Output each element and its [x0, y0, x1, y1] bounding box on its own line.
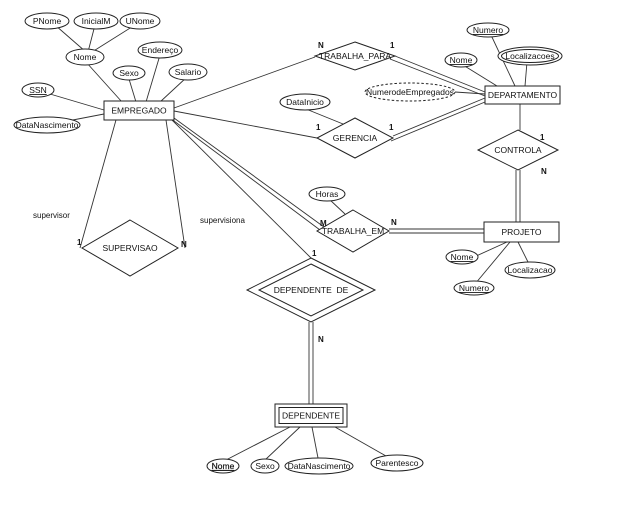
attribute-nome-empregado-label: Nome [74, 52, 97, 62]
cardinality-dependente-de-empregado: 1 [312, 249, 317, 258]
relationship-gerencia[interactable]: GERENCIA [315, 117, 395, 159]
relationship-controla[interactable]: CONTROLA [476, 129, 560, 171]
attribute-datanascimento-dependente-label: DataNascimento [288, 461, 351, 471]
role-supervisor: supervisor [33, 211, 70, 220]
attribute-datainicio[interactable]: DataInicio [279, 93, 331, 111]
relationship-supervisao-label: SUPERVISAO [102, 243, 158, 253]
cardinality-trabalha-para-empregado: N [318, 41, 324, 50]
edges [49, 24, 530, 461]
cardinality-supervisao-1: 1 [77, 238, 82, 247]
entity-dependente[interactable]: DEPENDENTE [274, 403, 348, 428]
relationship-controla-label: CONTROLA [494, 145, 542, 155]
relationship-dependente-de-label: DEPENDENTE DE [274, 285, 349, 295]
attribute-salario[interactable]: Salario [168, 63, 208, 81]
attribute-nome-departamento[interactable]: Nome [444, 52, 478, 68]
attribute-pnome-label: PNome [33, 16, 62, 26]
attribute-endereco-label: Endereço [142, 45, 179, 55]
attribute-localizacoes-label: Localizacoes [505, 51, 554, 61]
attribute-sexo-dependente[interactable]: Sexo [250, 458, 280, 474]
attribute-ssn[interactable]: SSN [21, 82, 55, 98]
attribute-ssn-label: SSN [29, 85, 46, 95]
entity-departamento-label: DEPARTAMENTO [488, 90, 558, 100]
relationship-gerencia-label: GERENCIA [333, 133, 378, 143]
attribute-parentesco[interactable]: Parentesco [370, 454, 424, 472]
attribute-localizacoes[interactable]: Localizacoes [497, 46, 563, 66]
attribute-datanascimento-empregado-label: DataNascimento [16, 120, 79, 130]
entity-dependente-label: DEPENDENTE [282, 411, 340, 421]
attribute-numerodeempregados-label: NumerodeEmpregados [366, 87, 454, 97]
attribute-parentesco-label: Parentesco [376, 458, 419, 468]
entity-empregado[interactable]: EMPREGADO [103, 100, 175, 121]
attribute-nome-dependente[interactable]: Nome [206, 458, 240, 474]
attribute-datanascimento-dependente[interactable]: DataNascimento [284, 457, 354, 475]
attribute-horas-label: Horas [316, 189, 339, 199]
role-supervisiona: supervisiona [200, 216, 245, 225]
attribute-unome[interactable]: UNome [119, 12, 161, 30]
attribute-numero-departamento-label: Numero [473, 25, 504, 35]
role-labels: supervisor supervisiona [33, 211, 245, 225]
attribute-nome-projeto-label: Nome [451, 252, 474, 262]
relationship-trabalha-para[interactable]: TRABALHA_PARA [313, 41, 397, 71]
relationship-supervisao[interactable]: SUPERVISAO [81, 219, 179, 277]
relationship-trabalha-em[interactable]: TRABALHA_EM [316, 209, 390, 253]
attribute-salario-label: Salario [175, 67, 202, 77]
attribute-endereco[interactable]: Endereço [137, 41, 183, 59]
cardinality-supervisao-n: N [181, 240, 187, 249]
cardinalities: N 1 1 1 1 N M N 1 N 1 N [77, 41, 547, 344]
attribute-numero-departamento[interactable]: Numero [466, 22, 510, 38]
attribute-nome-dependente-label: Nome [212, 461, 235, 471]
attribute-numerodeempregados[interactable]: NumerodeEmpregados [364, 82, 456, 102]
attribute-pnome[interactable]: PNome [24, 12, 70, 30]
entity-empregado-label: EMPREGADO [111, 106, 167, 116]
relationship-trabalha-para-label: TRABALHA_PARA [319, 51, 391, 61]
cardinality-dependente-de-dependente: N [318, 335, 324, 344]
attribute-nome-projeto[interactable]: Nome [445, 249, 479, 265]
attribute-sexo-dependente-label: Sexo [255, 461, 275, 471]
cardinality-trabalha-em-empregado: M [320, 219, 327, 228]
attribute-inicialm[interactable]: InicialM [73, 12, 119, 30]
attribute-sexo-empregado[interactable]: Sexo [112, 65, 146, 81]
entity-projeto[interactable]: PROJETO [483, 221, 560, 243]
attribute-numero-projeto[interactable]: Numero [453, 280, 495, 296]
attribute-numero-projeto-label: Numero [459, 283, 490, 293]
attribute-nome-empregado[interactable]: Nome [65, 48, 105, 66]
cardinality-gerencia-departamento: 1 [389, 123, 394, 132]
cardinality-controla-projeto: N [541, 167, 547, 176]
attribute-horas[interactable]: Horas [308, 186, 346, 202]
attribute-datanascimento-empregado[interactable]: DataNascimento [13, 116, 81, 134]
relationship-dependente-de[interactable]: DEPENDENTE DE [245, 257, 377, 323]
attribute-sexo-empregado-label: Sexo [119, 68, 139, 78]
entity-projeto-label: PROJETO [502, 227, 542, 237]
attribute-nome-departamento-label: Nome [450, 55, 473, 65]
attribute-localizacao[interactable]: Localizacao [504, 261, 556, 279]
attribute-inicialm-label: InicialM [82, 16, 111, 26]
cardinality-trabalha-em-projeto: N [391, 218, 397, 227]
cardinality-trabalha-para-departamento: 1 [390, 41, 395, 50]
attribute-unome-label: UNome [126, 16, 155, 26]
cardinality-gerencia-empregado: 1 [316, 123, 321, 132]
attributes: PNome InicialM UNome Nome Endereço Sexo … [13, 12, 563, 475]
cardinality-controla-departamento: 1 [540, 133, 545, 142]
relationship-trabalha-em-label: TRABALHA_EM [322, 226, 384, 236]
attribute-localizacao-label: Localizacao [508, 265, 553, 275]
attribute-datainicio-label: DataInicio [286, 97, 324, 107]
entity-departamento[interactable]: DEPARTAMENTO [484, 85, 561, 105]
